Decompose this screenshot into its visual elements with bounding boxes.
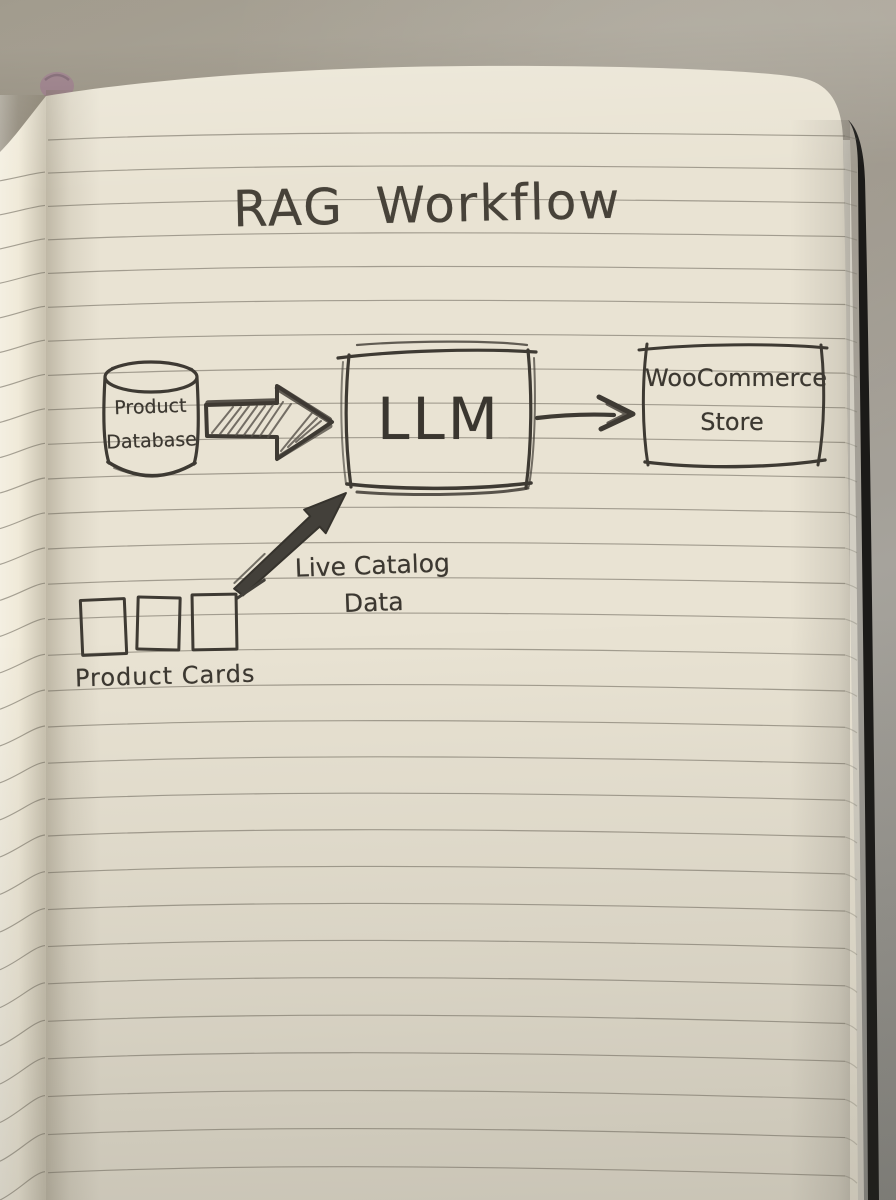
product-card-square [78,597,129,657]
page-stack-edge [843,140,864,1200]
ruled-lines [0,132,858,1200]
catalog-to-llm-arrow-icon [233,492,347,601]
woocommerce-store-label: WooCommerce Store [645,356,827,444]
database-cylinder-icon [102,360,200,478]
live-catalog-label-line1: Live Catalog [294,548,451,583]
llm-node-box [336,340,538,497]
live-catalog-label-line2: Data [343,586,404,619]
woocommerce-node-box [637,342,829,469]
block-arrow-icon [204,384,334,461]
product-card-square [190,592,239,652]
woocommerce-label-line2: Store [700,408,764,436]
product-database-label-line2: Database [105,428,198,454]
product-cards-label: Product Cards [74,659,256,693]
diagram-title: RAG Workflow [232,171,622,239]
llm-to-store-arrow-icon [534,394,636,432]
llm-label: LLM [377,385,501,453]
product-card-square [135,595,182,652]
woocommerce-label-line1: WooCommerce [645,364,827,392]
hand-drawn-diagram [102,340,829,601]
notebook-cover-edge [848,120,879,1200]
product-database-label-line1: Product [113,394,187,420]
product-database-label: Product Database [101,388,201,459]
product-cards-group [78,591,248,659]
facing-page-sliver [0,96,46,1200]
live-catalog-data-label: Live Catalog Data [276,544,470,625]
